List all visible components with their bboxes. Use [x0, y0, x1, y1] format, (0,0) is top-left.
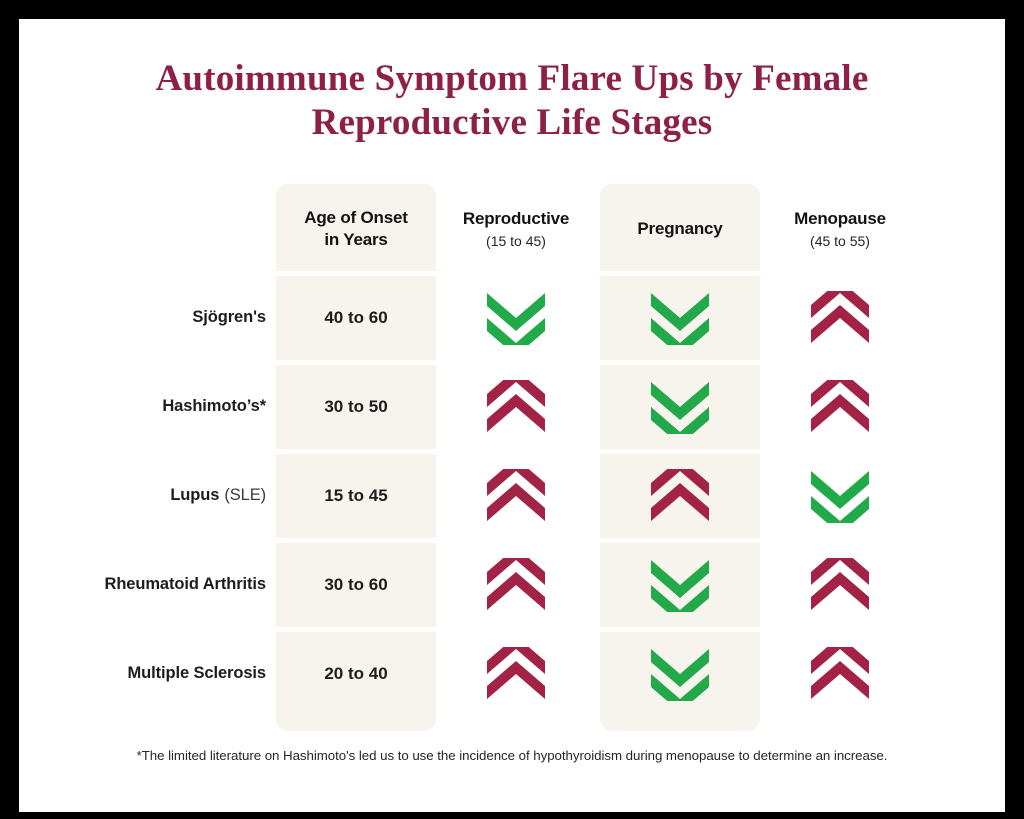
- chevron-double-down-icon: [651, 558, 709, 612]
- row-label-condition: Lupus(SLE): [19, 451, 266, 540]
- cell-pregnancy: [600, 629, 760, 718]
- header-menopause-label: Menopause: [794, 209, 886, 228]
- cell-reproductive: [436, 540, 596, 629]
- cell-age-of-onset: 30 to 50: [324, 396, 388, 416]
- row-separator: [276, 449, 436, 454]
- cell-pregnancy: [600, 451, 760, 540]
- chevron-double-up-icon: [487, 468, 545, 523]
- header-age-line2: in Years: [324, 229, 388, 249]
- chevron-double-up-icon: [487, 379, 545, 434]
- header-age-line1: Age of Onset: [304, 207, 408, 227]
- row-label-condition: Multiple Sclerosis: [19, 629, 267, 718]
- chevron-double-down-icon: [487, 291, 545, 345]
- row-separator: [276, 271, 436, 276]
- table-row: Rheumatoid Arthritis 30 to 60: [19, 540, 1005, 629]
- row-separator: [600, 627, 760, 632]
- row-separator: [600, 449, 760, 454]
- page-title: Autoimmune Symptom Flare Ups by Female R…: [19, 57, 1005, 145]
- row-label-condition: Hashimoto’s*: [19, 362, 266, 451]
- cell-pregnancy: [600, 540, 760, 629]
- condition-name: Multiple Sclerosis: [127, 664, 267, 682]
- row-separator: [600, 538, 760, 543]
- cell-menopause: [760, 540, 920, 629]
- table-row: Multiple Sclerosis 20 to 40: [19, 629, 1005, 718]
- cell-age-of-onset: 20 to 40: [324, 663, 388, 683]
- chevron-double-up-icon: [487, 646, 545, 701]
- table-row: Sjögren's 40 to 60: [19, 273, 1005, 362]
- row-separator: [276, 627, 436, 632]
- header-reproductive-range: (15 to 45): [486, 233, 546, 249]
- row-separator: [276, 360, 436, 365]
- cell-age-of-onset: 15 to 45: [324, 485, 388, 505]
- cell-age-of-onset: 40 to 60: [324, 307, 388, 327]
- title-line-1: Autoimmune Symptom Flare Ups by Female: [155, 58, 869, 99]
- cell-age-of-onset: 30 to 60: [324, 574, 388, 594]
- condition-abbreviation: (SLE): [224, 486, 266, 504]
- chevron-double-up-icon: [811, 557, 869, 612]
- cell-menopause: [760, 629, 920, 718]
- row-separator: [600, 360, 760, 365]
- header-reproductive-label: Reproductive: [462, 209, 570, 228]
- row-separator: [600, 271, 760, 276]
- header-menopause: Menopause (45 to 55): [760, 184, 920, 273]
- chevron-double-up-icon: [487, 557, 545, 612]
- header-reproductive: Reproductive (15 to 45): [436, 184, 596, 273]
- row-separator: [276, 538, 436, 543]
- chevron-double-up-icon: [651, 468, 709, 523]
- condition-name: Lupus: [170, 486, 220, 504]
- header-pregnancy-label: Pregnancy: [637, 218, 723, 238]
- cell-reproductive: [436, 629, 596, 718]
- table-row: Lupus(SLE) 15 to 45: [19, 451, 1005, 540]
- row-label-condition: Sjögren's: [19, 273, 266, 362]
- cell-pregnancy: [600, 362, 760, 451]
- chevron-double-up-icon: [811, 646, 869, 701]
- header-pregnancy: Pregnancy: [600, 184, 760, 273]
- footnote: *The limited literature on Hashimoto's l…: [136, 748, 888, 763]
- cell-menopause: [760, 273, 920, 362]
- chevron-double-up-icon: [811, 379, 869, 434]
- flare-up-table: Age of Onset in Years Reproductive (15 t…: [19, 184, 1005, 731]
- chevron-double-up-icon: [811, 290, 869, 345]
- row-label-condition: Rheumatoid Arthritis: [19, 540, 267, 629]
- table-header-row: Age of Onset in Years Reproductive (15 t…: [19, 184, 1005, 273]
- table-row: Hashimoto’s* 30 to 50: [19, 362, 1005, 451]
- poster-canvas: Autoimmune Symptom Flare Ups by Female R…: [19, 19, 1005, 812]
- chevron-double-down-icon: [651, 647, 709, 701]
- chevron-double-down-icon: [651, 380, 709, 434]
- cell-pregnancy: [600, 273, 760, 362]
- header-age-of-onset: Age of Onset in Years: [276, 184, 436, 273]
- chevron-double-down-icon: [651, 291, 709, 345]
- condition-name: Hashimoto’s*: [162, 397, 266, 415]
- cell-reproductive: [436, 273, 596, 362]
- title-line-2: Reproductive Life Stages: [311, 102, 713, 143]
- cell-menopause: [760, 451, 920, 540]
- header-menopause-range: (45 to 55): [810, 233, 870, 249]
- condition-name: Rheumatoid Arthritis: [104, 575, 267, 593]
- chevron-double-down-icon: [811, 469, 869, 523]
- condition-name: Sjögren's: [192, 308, 266, 326]
- cell-reproductive: [436, 451, 596, 540]
- cell-menopause: [760, 362, 920, 451]
- cell-reproductive: [436, 362, 596, 451]
